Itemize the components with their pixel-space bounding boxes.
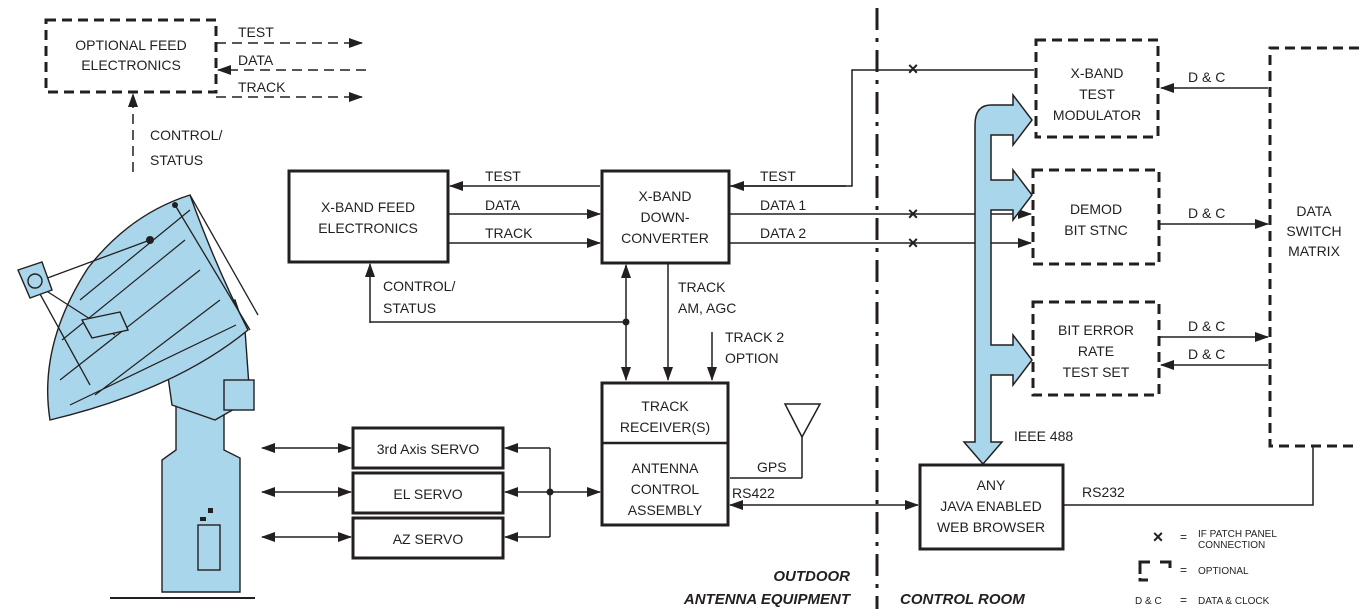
legend-eq-3: = [1180, 593, 1187, 607]
antenna-dish-illustration [17, 194, 259, 599]
track2-option-label-2: OPTION [725, 350, 779, 366]
legend-patch-symbol: × [1153, 527, 1164, 547]
bert-label-3: TEST SET [1063, 364, 1130, 380]
optional-test-label: TEST [238, 24, 274, 40]
ieee488-label: IEEE 488 [1014, 428, 1073, 444]
browser-label-3: WEB BROWSER [937, 519, 1045, 535]
dc-label-demod: D & C [1188, 205, 1225, 221]
control-room-label: CONTROL ROOM [900, 591, 1025, 608]
optional-data-label: DATA [238, 52, 274, 68]
switch-matrix-label-3: MATRIX [1288, 243, 1341, 259]
track-am-agc-label-2: AM, AGC [678, 300, 736, 316]
servo-3rd-axis-block: 3rd Axis SERVO [351, 426, 505, 470]
track-receiver-acu-block: TRACK RECEIVER(S) ANTENNA CONTROL ASSEMB… [600, 381, 730, 527]
legend: × = IF PATCH PANEL CONNECTION = OPTIONAL… [1135, 527, 1277, 607]
test-label: TEST [485, 168, 521, 184]
optional-feed-electronics-block: OPTIONAL FEED ELECTRONICS [44, 18, 218, 94]
downconverter-label-1: X-BAND [639, 188, 692, 204]
dc-label-bert-in: D & C [1188, 346, 1225, 362]
gps-antenna-icon [730, 403, 822, 479]
track-am-agc-label-1: TRACK [678, 279, 726, 295]
acu-label-2: CONTROL [631, 481, 700, 497]
acu-label-1: ANTENNA [632, 460, 700, 476]
optional-control-label-2: STATUS [150, 152, 203, 168]
track-label: TRACK [485, 225, 533, 241]
patch-panel-marks: × × × [908, 59, 919, 253]
patch-mark-data2: × [908, 233, 919, 253]
gps-label: GPS [757, 459, 787, 475]
test-modulator-label-3: MODULATOR [1053, 107, 1141, 123]
control-status-label-1: CONTROL/ [383, 278, 455, 294]
rs422-label: RS422 [732, 485, 775, 501]
acu-label-3: ASSEMBLY [628, 502, 703, 518]
data1-label: DATA 1 [760, 197, 806, 213]
test-modulator-label-2: TEST [1079, 86, 1115, 102]
legend-optional-symbol [1138, 560, 1172, 582]
xband-downconverter-block: X-BAND DOWN- CONVERTER [600, 169, 731, 265]
feed-label-2: ELECTRONICS [318, 220, 418, 236]
rs232-line [1063, 446, 1314, 506]
test-out-label: TEST [760, 168, 796, 184]
web-browser-block: ANY JAVA ENABLED WEB BROWSER [918, 463, 1065, 551]
bit-error-rate-test-set-block: BIT ERROR RATE TEST SET [1031, 300, 1161, 397]
browser-label-2: JAVA ENABLED [940, 498, 1041, 514]
demod-label-2: BIT STNC [1064, 222, 1128, 238]
legend-dc-abbr: D & C [1135, 596, 1162, 607]
downconverter-label-2: DOWN- [641, 209, 690, 225]
track-receiver-label-2: RECEIVER(S) [620, 419, 710, 435]
bert-label-2: RATE [1078, 343, 1114, 359]
track-receiver-label-1: TRACK [641, 398, 689, 414]
rs232-label: RS232 [1082, 484, 1125, 500]
bert-label-1: BIT ERROR [1058, 322, 1134, 338]
demod-label-1: DEMOD [1070, 201, 1122, 217]
test-modulator-label-1: X-BAND [1071, 65, 1124, 81]
patch-mark-data1: × [908, 204, 919, 224]
optional-feed-label-1: OPTIONAL FEED [75, 37, 187, 53]
outdoor-label-1: OUTDOOR [773, 568, 850, 585]
data-switch-matrix-block: DATA SWITCH MATRIX [1268, 46, 1359, 448]
legend-eq-1: = [1180, 530, 1187, 544]
optional-track-label: TRACK [238, 79, 286, 95]
feed-label-1: X-BAND FEED [321, 199, 415, 215]
downconverter-label-3: CONVERTER [621, 230, 709, 246]
optional-control-label-1: CONTROL/ [150, 127, 222, 143]
dc-label-bert-out: D & C [1188, 318, 1225, 334]
browser-label-1: ANY [977, 477, 1006, 493]
xband-test-modulator-block: X-BAND TEST MODULATOR [1034, 38, 1160, 139]
track2-option-label-1: TRACK 2 [725, 329, 784, 345]
servo-3rd-label: 3rd Axis SERVO [377, 441, 480, 457]
servo-az-block: AZ SERVO [351, 516, 505, 560]
switch-matrix-label-1: DATA [1296, 203, 1332, 219]
legend-dc-label: DATA & CLOCK [1198, 596, 1270, 607]
control-status-label-2: STATUS [383, 300, 436, 316]
servo-junction-dot [546, 488, 554, 496]
demod-bit-sync-block: DEMOD BIT STNC [1031, 168, 1161, 266]
outdoor-label-2: ANTENNA EQUIPMENT [683, 591, 852, 608]
patch-mark-test: × [908, 59, 919, 79]
legend-eq-2: = [1180, 563, 1187, 577]
servo-el-block: EL SERVO [351, 471, 505, 515]
switch-matrix-label-2: SWITCH [1286, 223, 1341, 239]
data2-label: DATA 2 [760, 225, 806, 241]
servo-el-label: EL SERVO [393, 486, 462, 502]
data-label: DATA [485, 197, 521, 213]
dc-label-modulator: D & C [1188, 69, 1225, 85]
legend-patch-label-1: IF PATCH PANEL [1198, 529, 1277, 540]
servo-az-label: AZ SERVO [393, 531, 464, 547]
xband-feed-electronics-block: X-BAND FEED ELECTRONICS [287, 169, 450, 264]
ieee488-bus [962, 92, 1033, 466]
optional-feed-label-2: ELECTRONICS [81, 57, 181, 73]
legend-optional-label: OPTIONAL [1198, 566, 1249, 577]
legend-patch-label-2: CONNECTION [1198, 540, 1265, 551]
